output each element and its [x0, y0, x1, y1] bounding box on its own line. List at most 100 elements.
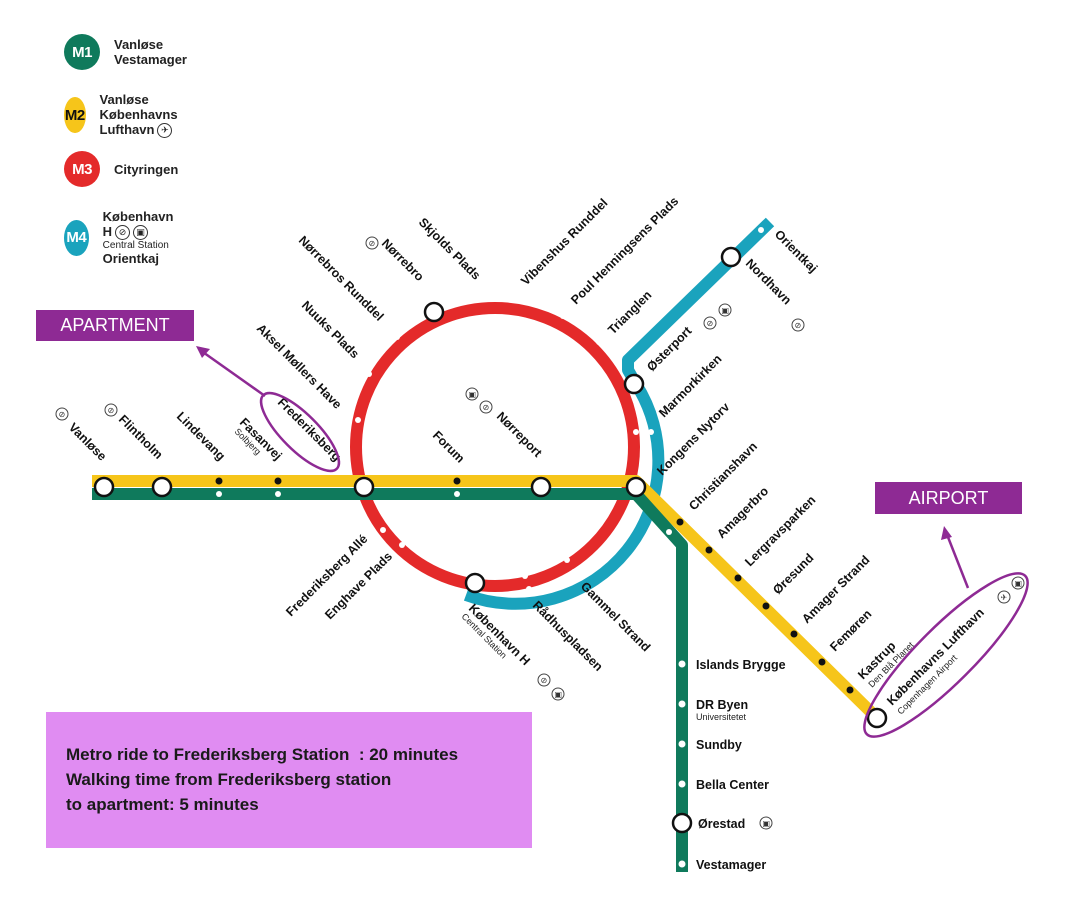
svg-text:▣: ▣: [469, 390, 477, 399]
station-dots: [215, 227, 854, 868]
dot: [366, 371, 372, 377]
m2-badge: M2: [64, 97, 86, 134]
airport-arrowhead: [941, 526, 952, 540]
station-kongens-nytorv[interactable]: [625, 476, 647, 498]
train-icon: ⊘: [104, 403, 118, 417]
svg-text:⊘: ⊘: [108, 406, 115, 415]
legend-m4-line1: København H: [102, 209, 174, 239]
label-vestamager: Vestamager: [696, 858, 766, 872]
svg-text:▣: ▣: [722, 306, 730, 315]
svg-text:▣: ▣: [763, 819, 771, 828]
airplane-icon: ✈: [997, 590, 1011, 604]
station-frederiksberg[interactable]: [353, 476, 375, 498]
label-norreport: Nørreport: [494, 409, 545, 460]
dot: [846, 686, 854, 694]
apartment-arrow: [199, 348, 266, 398]
station-orestad[interactable]: [671, 812, 693, 834]
m3-line: [350, 302, 640, 592]
label-gammel-strand: Gammel Strand: [578, 579, 653, 654]
dot: [648, 429, 654, 435]
svg-text:▣: ▣: [1015, 579, 1023, 588]
label-dr-byen: DR Byen: [696, 698, 748, 712]
dot: [275, 491, 281, 497]
svg-text:▣: ▣: [555, 690, 563, 699]
legend-m1: M1 Vanløse Vestamager: [64, 34, 187, 70]
legend-m1-line1: Vanløse: [114, 37, 164, 52]
label-forum: Forum: [430, 428, 467, 465]
legend-m4-sub: Central Station: [102, 240, 169, 252]
station-norreport[interactable]: [530, 476, 552, 498]
dot: [274, 477, 282, 485]
train-icon: ⊘: [365, 236, 379, 250]
airport-highlight: [863, 572, 1029, 738]
legend-m1-line2: Vestamager: [114, 52, 187, 67]
dot: [380, 527, 386, 533]
transfer-icons: ⊘ ⊘ ⊘ ▣ ⊘ ⊘ ▣ ⊘ ⊘ ▣ ✈ ▣ ▣: [55, 236, 1025, 830]
dot: [596, 339, 602, 345]
annotations: [196, 346, 1029, 738]
dot: [526, 586, 532, 592]
dot: [762, 602, 770, 610]
dot: [678, 740, 686, 748]
station-osterport[interactable]: [623, 373, 645, 395]
train-icon: ⊘: [115, 225, 131, 241]
svg-text:✈: ✈: [1001, 593, 1008, 602]
bus-icon: ▣: [718, 303, 732, 317]
station-vanlose[interactable]: [93, 476, 115, 498]
interchange-stations: [93, 246, 888, 834]
dot: [818, 658, 826, 666]
dot: [474, 295, 480, 301]
dot: [564, 557, 570, 563]
dot: [678, 700, 686, 708]
dot: [678, 660, 686, 668]
dot: [678, 780, 686, 788]
dot: [705, 546, 713, 554]
station-kobenhavn-h[interactable]: [464, 572, 486, 594]
label-vanlose: Vanløse: [66, 420, 109, 463]
train-icon: ⊘: [703, 316, 717, 330]
dot: [394, 334, 400, 340]
label-nordhavn: Nordhavn: [743, 256, 794, 307]
dot: [758, 227, 764, 233]
label-amagerbro: Amagerbro: [714, 484, 771, 541]
svg-text:⊘: ⊘: [59, 410, 66, 419]
dot: [678, 860, 686, 868]
station-flintholm[interactable]: [151, 476, 173, 498]
apartment-arrowhead: [196, 346, 210, 358]
svg-text:⊘: ⊘: [707, 319, 714, 328]
m1-badge: M1: [64, 34, 100, 70]
label-norrebro: Nørrebro: [379, 236, 427, 284]
label-oresund: Øresund: [770, 551, 816, 597]
dot: [790, 630, 798, 638]
bus-icon: ▣: [759, 816, 773, 830]
svg-text:⊘: ⊘: [369, 239, 376, 248]
dot: [216, 491, 222, 497]
bus-icon: ▣: [551, 687, 565, 701]
label-sundby: Sundby: [696, 738, 742, 752]
legend-m2: M2 Vanløse Københavns Lufthavn✈: [64, 92, 192, 139]
bus-icon: ▣: [1011, 576, 1025, 590]
dot: [666, 529, 672, 535]
station-nordhavn[interactable]: [720, 246, 742, 268]
dot: [399, 542, 405, 548]
station-lufthavn[interactable]: [866, 707, 888, 729]
label-islands-brygge: Islands Brygge: [696, 658, 786, 672]
dot: [518, 296, 524, 302]
legend-m2-line2: Københavns Lufthavn: [99, 107, 178, 137]
label-frederiksberg-alle: Frederiksberg Allé: [283, 532, 370, 619]
train-icon: ⊘: [791, 318, 805, 332]
label-nuuks: Nuuks Plads: [299, 298, 362, 361]
dot: [215, 477, 223, 485]
label-orestad: Ørestad: [698, 817, 745, 831]
legend-m4: M4 København H⊘▣ Central Station Orientk…: [64, 209, 185, 266]
dot: [571, 569, 577, 575]
label-radhuspladsen: Rådhuspladsen: [530, 598, 606, 674]
dot: [454, 491, 460, 497]
dot: [633, 429, 639, 435]
legend-m2-line1: Vanløse: [99, 92, 149, 107]
info-line-1: Metro ride to Frederiksberg Station : 20…: [66, 745, 459, 764]
train-icon: ⊘: [55, 407, 69, 421]
train-icon: ⊘: [537, 673, 551, 687]
station-norrebro[interactable]: [423, 301, 445, 323]
